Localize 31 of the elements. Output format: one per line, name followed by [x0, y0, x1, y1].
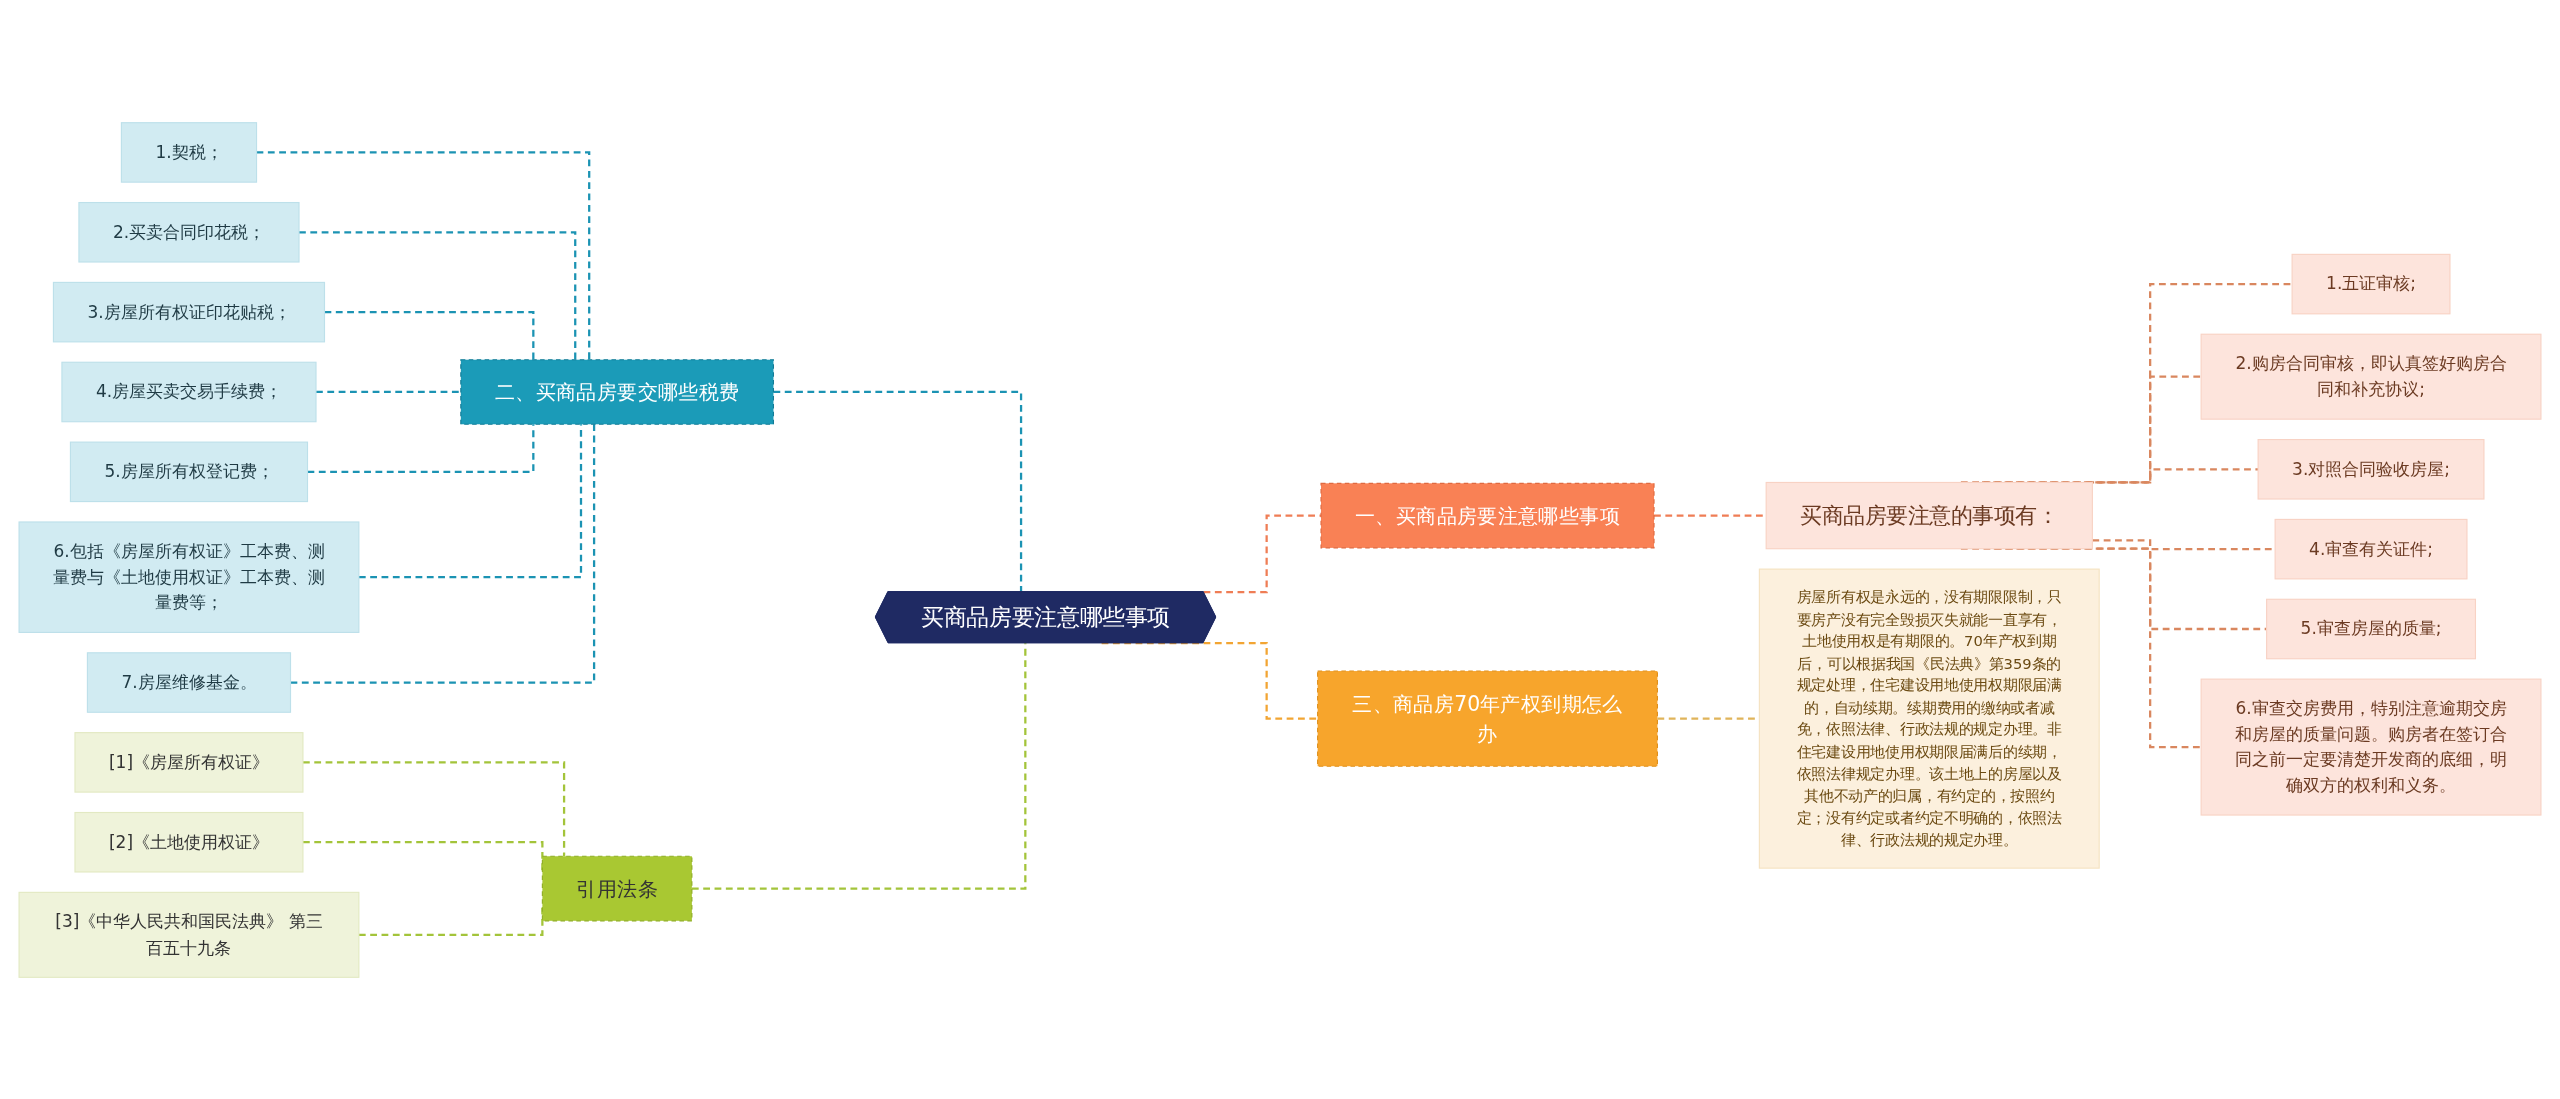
node-box — [1758, 568, 2100, 869]
node-box — [86, 651, 292, 713]
node-box — [2291, 253, 2451, 314]
node-box — [460, 358, 774, 425]
node-box — [52, 281, 326, 342]
node-box — [1765, 481, 2093, 549]
connector — [302, 760, 566, 856]
connector — [324, 310, 535, 360]
node-box — [1317, 670, 1658, 767]
node-box — [18, 891, 360, 978]
node-box — [1320, 482, 1655, 548]
connector — [773, 390, 1023, 592]
node-box — [120, 121, 258, 183]
node-box — [74, 731, 304, 793]
connector — [691, 642, 1027, 890]
node-box — [18, 520, 360, 633]
node-box — [2200, 333, 2542, 420]
node-box — [2274, 518, 2468, 579]
node-box — [541, 855, 693, 921]
connector — [299, 230, 577, 360]
node-box — [74, 811, 304, 873]
connector — [307, 423, 535, 473]
node-box — [61, 361, 317, 422]
connector — [290, 423, 596, 684]
node-box — [2200, 678, 2542, 816]
connector — [256, 150, 591, 360]
node-box — [2266, 598, 2476, 659]
connector — [358, 423, 583, 578]
node-box — [2257, 438, 2485, 500]
node-box — [69, 441, 309, 502]
node-box — [78, 201, 300, 263]
